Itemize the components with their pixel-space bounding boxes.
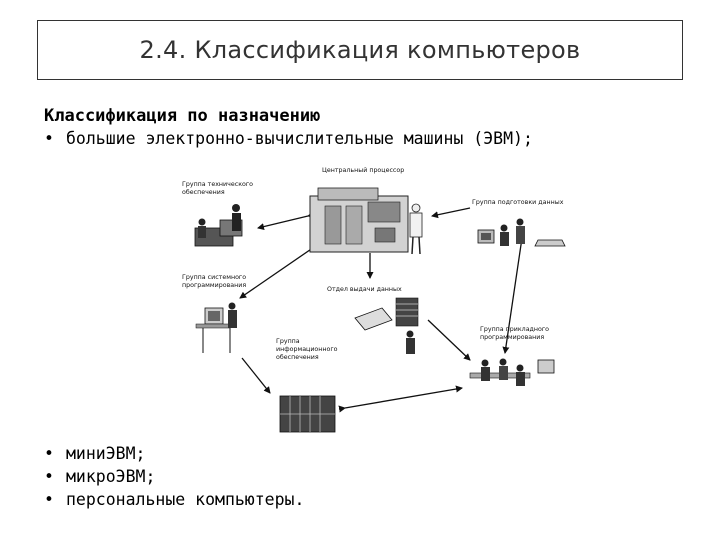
mainframe-organization-diagram: Центральный процессор Группа техническог… xyxy=(182,166,566,433)
bullet-text: мини​ЭВМ; xyxy=(66,444,146,463)
label-info-support-3: обеспечения xyxy=(276,353,319,361)
label-info-support-1: Группа xyxy=(276,338,300,345)
section-heading: Классификация по назначению xyxy=(44,106,321,126)
list-item: • персональные компьютеры. xyxy=(44,488,304,511)
system-programming-illustration xyxy=(195,302,237,353)
bullet-list-top: • большие электронно-вычислительные машин… xyxy=(44,127,533,150)
flow-arrows xyxy=(239,207,523,413)
label-applied-programming-2: программирования xyxy=(480,334,544,341)
list-item: • микро​ЭВМ; xyxy=(44,465,304,488)
bullet-marker: • xyxy=(44,490,54,509)
applied-programming-illustration xyxy=(469,358,555,386)
info-support-illustration xyxy=(279,395,336,433)
label-info-support-2: информационного xyxy=(276,346,338,353)
arrow-output-applied xyxy=(427,319,471,361)
arrow-prep-cpu xyxy=(431,207,471,219)
label-system-programming-1: Группа системного xyxy=(182,274,246,281)
label-data-prep: Группа подготовки данных xyxy=(472,199,564,206)
label-applied-programming-1: Группа прикладного xyxy=(480,326,549,333)
arrow-info-applied xyxy=(338,385,463,413)
bullet-text: большие электронно-вычислительные машины… xyxy=(66,129,533,148)
bullet-text: микро​ЭВМ; xyxy=(66,467,156,486)
bullet-text: персональные компьютеры. xyxy=(66,490,305,509)
bullet-marker: • xyxy=(44,444,54,463)
list-item: • большие электронно-вычислительные машин… xyxy=(44,127,533,150)
arrow-prep-applied xyxy=(502,237,523,354)
bullet-marker: • xyxy=(44,467,54,486)
label-tech-support-1: Группа технического xyxy=(182,181,253,188)
title-box: 2.4. Классификация компьютеров xyxy=(37,20,683,80)
arrow-cpu-tech xyxy=(257,211,315,231)
page-title: 2.4. Классификация компьютеров xyxy=(139,36,581,64)
data-prep-illustration xyxy=(477,218,566,247)
bullet-marker: • xyxy=(44,129,54,148)
label-system-programming-2: программирования xyxy=(182,282,246,289)
bullet-list-bottom: • мини​ЭВМ; • микро​ЭВМ; • персональные ком… xyxy=(44,442,304,511)
tech-support-illustration xyxy=(194,204,243,247)
output-department-illustration xyxy=(354,297,419,354)
mainframe-illustration xyxy=(309,187,423,255)
list-item: • мини​ЭВМ; xyxy=(44,442,304,465)
label-output: Отдел выдачи данных xyxy=(327,286,402,293)
label-tech-support-2: обеспечения xyxy=(182,188,225,196)
label-cpu: Центральный процессор xyxy=(322,166,404,174)
arrow-system-info xyxy=(241,357,271,394)
arrow-cpu-system xyxy=(239,236,327,299)
